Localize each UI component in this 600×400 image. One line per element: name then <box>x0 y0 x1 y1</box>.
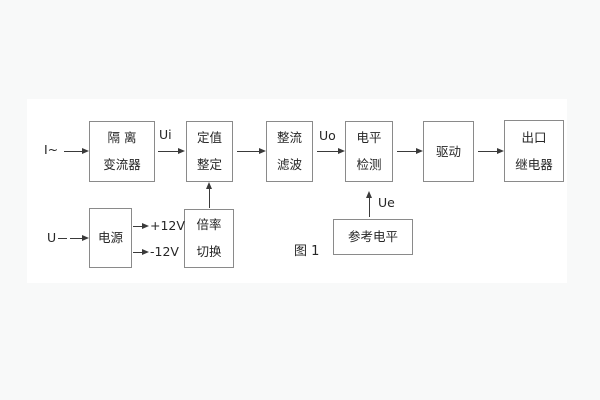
arrow-voltage-to-power <box>70 235 89 241</box>
block-rectify-filter-line1: 整流 <box>276 130 302 146</box>
block-reference-level-line1: 参考电平 <box>347 229 398 245</box>
block-setpoint-adjust-line2: 整定 <box>196 157 222 172</box>
block-level-detect-line2: 检测 <box>356 157 382 172</box>
label-ui-signal: Ui <box>159 127 172 142</box>
block-reference-level: 参考电平 <box>333 219 413 255</box>
label-rail-negative: -12V <box>150 244 179 259</box>
arrow-reference-ue <box>366 191 372 217</box>
arrow-driver-to-relay <box>478 148 504 154</box>
block-output-relay-line2: 继电器 <box>515 156 553 172</box>
block-isolation-transformer: 隔 离 变流器 <box>89 121 155 182</box>
block-level-detect-line1: 电平 <box>356 130 382 146</box>
label-uo-signal: Uo <box>319 128 336 143</box>
arrow-rail-negative <box>133 249 149 255</box>
label-input-voltage: U <box>47 230 57 245</box>
label-rail-positive: +12V <box>150 218 185 233</box>
figure-caption: 图 1 <box>294 244 320 259</box>
block-output-relay-line1: 出口 <box>521 129 547 145</box>
label-input-current: I~ <box>44 142 59 157</box>
label-ue-signal: Ue <box>378 195 395 210</box>
block-rectify-filter: 整流 滤波 <box>266 121 313 182</box>
dash-voltage-input <box>58 238 67 239</box>
block-setpoint-adjust: 定值 整定 <box>186 121 233 182</box>
block-setpoint-adjust-line1: 定值 <box>196 130 222 146</box>
arrow-rail-positive <box>133 223 149 229</box>
block-driver-line1: 驱动 <box>435 143 461 159</box>
block-power-supply-line1: 电源 <box>97 230 123 246</box>
block-output-relay: 出口 继电器 <box>504 120 564 182</box>
block-isolation-transformer-line2: 变流器 <box>103 157 141 172</box>
block-ratio-switch-line2: 切换 <box>196 244 222 259</box>
block-power-supply: 电源 <box>89 208 132 268</box>
block-ratio-switch-line1: 倍率 <box>196 217 222 233</box>
block-driver: 驱动 <box>423 121 474 182</box>
arrow-input-to-isolation <box>64 148 89 154</box>
block-level-detect: 电平 检测 <box>345 121 393 182</box>
arrow-setpoint-to-rectify <box>237 148 266 154</box>
block-isolation-transformer-line1: 隔 离 <box>107 130 137 146</box>
arrow-ratio-to-setpoint <box>206 182 212 208</box>
arrow-isolation-to-setpoint <box>158 148 185 154</box>
arrow-leveldetect-to-driver <box>397 148 423 154</box>
arrow-rectify-to-leveldetect <box>317 148 345 154</box>
block-rectify-filter-line2: 滤波 <box>276 157 302 172</box>
block-ratio-switch: 倍率 切换 <box>184 209 234 268</box>
